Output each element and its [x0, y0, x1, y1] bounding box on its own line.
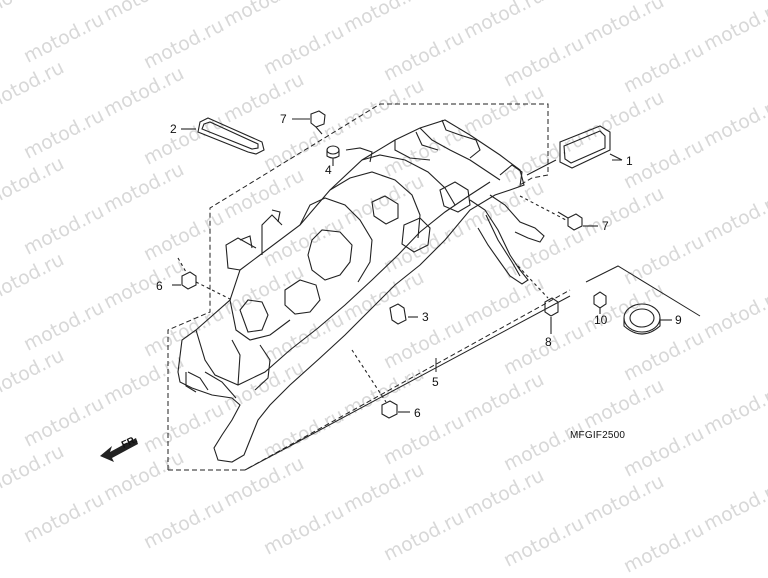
front-direction-arrow [100, 438, 138, 462]
rear-fender [177, 119, 545, 463]
diagram-code: MFGIF2500 [570, 430, 626, 441]
small-nut-part [593, 291, 607, 314]
callout-7-right: 7 [602, 219, 609, 233]
clip-part [389, 303, 418, 325]
callout-3: 3 [422, 310, 429, 324]
seal-band-part [181, 117, 265, 155]
callout-5: 5 [432, 375, 439, 389]
bolt-part-bottom [351, 349, 410, 419]
callout-8: 8 [545, 335, 552, 349]
bolt-part-top [292, 110, 326, 135]
accessory-group-bracket [585, 265, 701, 317]
bolt-part-left [172, 257, 233, 301]
assembly-frame-dashed-bottom [168, 289, 571, 471]
callout-6-left: 6 [156, 279, 163, 293]
callout-2: 2 [170, 122, 177, 136]
callout-7-top: 7 [280, 112, 287, 126]
callout-6-bottom: 6 [414, 406, 421, 420]
callout-9: 9 [675, 313, 682, 327]
assembly-frame-solid-bottom [244, 295, 571, 471]
callout-4: 4 [325, 163, 332, 177]
nut-part [517, 265, 559, 334]
cap-part [623, 303, 672, 335]
callout-10: 10 [594, 313, 608, 327]
reflector-part [526, 125, 623, 176]
bolt-part-right [519, 195, 598, 231]
callout-1: 1 [626, 154, 633, 168]
assembly-frame-dashed [167, 103, 549, 470]
